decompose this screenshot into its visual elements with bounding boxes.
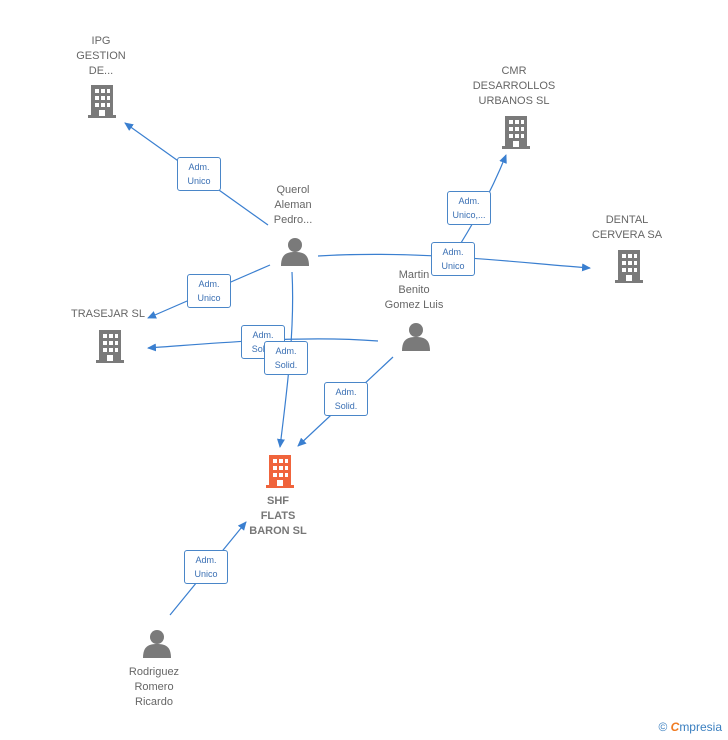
building-icon[interactable] [266,455,294,488]
building-icon[interactable] [96,330,124,363]
brand-footer[interactable]: © Cmpresia [658,720,722,734]
node-label-martin[interactable]: Martin Benito Gomez Luis [384,269,444,311]
node-label-cmr[interactable]: CMR DESARROLLOS URBANOS SL [472,65,556,107]
person-icon[interactable] [281,238,309,266]
copyright-icon: © [658,720,668,734]
edge-label-martin-shf[interactable]: Adm.Solid. [324,382,368,416]
brand-initial: C [670,720,680,734]
edge-label-querol-dental[interactable]: Adm.Unico [431,242,475,276]
node-label-shf[interactable]: SHF FLATS BARON SL [249,495,307,537]
edge-label-querol-shf[interactable]: Adm.Solid. [264,341,308,375]
node-label-trasejar[interactable]: TRASEJAR SL [71,308,145,320]
node-label-querol[interactable]: Querol Aleman Pedro... [273,184,313,226]
person-icon[interactable] [143,630,171,658]
edge-label-martin-cmr[interactable]: Adm.Unico,... [447,191,491,225]
edge-label-querol-trasejar[interactable]: Adm.Unico [187,274,231,308]
building-icon[interactable] [88,85,116,118]
node-label-dental[interactable]: DENTAL CERVERA SA [591,214,663,241]
node-label-rodriguez[interactable]: Rodriguez Romero Ricardo [128,666,180,708]
building-icon[interactable] [615,250,643,283]
person-icon[interactable] [402,323,430,351]
edge-label-querol-ipg[interactable]: Adm.Unico [177,157,221,191]
node-label-ipg[interactable]: IPG GESTION DE... [76,35,126,77]
edge-label-rodriguez-shf[interactable]: Adm.Unico [184,550,228,584]
brand-name: mpresia [679,720,722,734]
building-icon[interactable] [502,116,530,149]
